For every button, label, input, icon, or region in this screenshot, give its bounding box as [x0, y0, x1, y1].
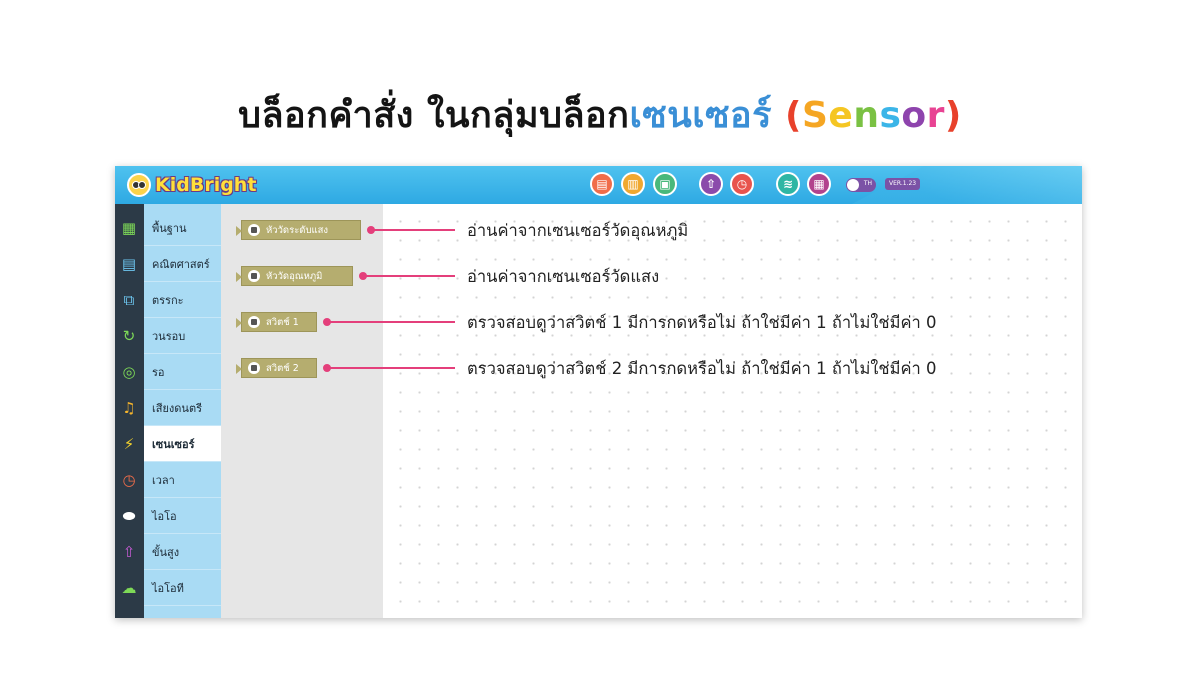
- headline-part: s: [879, 95, 902, 136]
- loop-icon[interactable]: ↻: [122, 327, 136, 345]
- category-item[interactable]: ไอโอ: [144, 498, 221, 534]
- block-notch: [236, 226, 242, 236]
- toolbar: KidBright ▤ ▥ ▣ ⇧ ◷ ≋ ▦ TH VER.1.23: [115, 166, 1082, 204]
- category-item[interactable]: เซนเซอร์: [144, 426, 221, 462]
- toggle-knob: [847, 179, 859, 191]
- headline-part: e: [828, 95, 854, 136]
- block-description: อ่านค่าจากเซนเซอร์วัดอุณหภูมิ: [467, 221, 689, 240]
- logo-text: KidBright: [155, 174, 257, 196]
- version-badge: VER.1.23: [885, 178, 921, 190]
- language-toggle[interactable]: TH: [846, 178, 876, 192]
- headline-part: n: [853, 95, 880, 136]
- flow-icon[interactable]: ⧉: [123, 291, 135, 309]
- category-item[interactable]: รอ: [144, 354, 221, 390]
- owl-logo-icon: [127, 173, 151, 197]
- category-list: พื้นฐานคณิตศาสตร์ตรรกะวนรอบรอเสียงดนตรีเ…: [144, 204, 221, 618]
- block-notch: [236, 318, 242, 328]
- sensor-chip-icon: [248, 362, 260, 374]
- block-description: ตรวจสอบดูว่าสวิตช์ 1 มีการกดหรือไม่ ถ้าใ…: [467, 313, 937, 332]
- wifi-icon[interactable]: ≋: [776, 172, 800, 196]
- upload-icon[interactable]: ⇧: [699, 172, 723, 196]
- block-label: หัววัดระดับแสง: [266, 224, 329, 236]
- block-label: สวิตช์ 1: [266, 316, 299, 328]
- block-description: ตรวจสอบดูว่าสวิตช์ 2 มีการกดหรือไม่ ถ้าใ…: [467, 359, 937, 378]
- calculator-icon[interactable]: ▤: [121, 255, 137, 273]
- io-toggle-icon[interactable]: ⬬: [122, 507, 136, 525]
- headline-part: ): [944, 95, 962, 136]
- cloud-icon[interactable]: ☁: [121, 579, 137, 597]
- block-flyout: หัววัดระดับแสงหัววัดอุณหภูมิสวิตช์ 1 สวิต…: [221, 204, 383, 618]
- sensor-block[interactable]: สวิตช์ 2: [236, 358, 317, 378]
- annotation-line: [327, 321, 455, 323]
- category-item[interactable]: เวลา: [144, 462, 221, 498]
- category-icon-rail: ▦ ▤ ⧉ ↻ ◎ ♫ ⚡ ◷ ⬬ ⇧ ☁: [115, 204, 144, 618]
- block-label: หัววัดอุณหภูมิ: [266, 270, 323, 282]
- headline-sensor-label: เซนเซอร์ (Sensor): [629, 95, 961, 136]
- qr-icon[interactable]: ▦: [807, 172, 831, 196]
- headline-part: เซนเซอร์: [629, 95, 772, 136]
- category-item[interactable]: เสียงดนตรี: [144, 390, 221, 426]
- headline-part: (: [771, 95, 802, 136]
- kidbright-ide-window: KidBright ▤ ▥ ▣ ⇧ ◷ ≋ ▦ TH VER.1.23 ▦ ▤ ⧉ ↻ ◎ ♫ ⚡ ◷ ⬬ ⇧…: [115, 166, 1082, 618]
- category-item[interactable]: ไอโอที: [144, 570, 221, 606]
- annotation-line: [371, 229, 455, 231]
- grid-icon[interactable]: ▦: [121, 219, 137, 237]
- block-label: สวิตช์ 2: [266, 362, 299, 374]
- wait-icon[interactable]: ◎: [122, 363, 136, 381]
- annotation-line: [327, 367, 455, 369]
- sensor-block[interactable]: สวิตช์ 1: [236, 312, 317, 332]
- category-item[interactable]: คณิตศาสตร์: [144, 246, 221, 282]
- clock-icon[interactable]: ◷: [122, 471, 136, 489]
- annotation-line: [363, 275, 455, 277]
- sensor-icon[interactable]: ⚡: [123, 435, 135, 453]
- toggle-label: TH: [863, 180, 872, 187]
- save-icon[interactable]: ▣: [653, 172, 677, 196]
- alarm-icon[interactable]: ◷: [730, 172, 754, 196]
- sensor-chip-icon: [248, 224, 260, 236]
- block-notch: [236, 272, 242, 282]
- category-item[interactable]: ขั้นสูง: [144, 534, 221, 570]
- headline-prefix: บล็อกคำสั่ง ในกลุ่มบล็อก: [238, 95, 630, 136]
- music-icon[interactable]: ♫: [122, 399, 136, 417]
- workspace-canvas[interactable]: [383, 204, 1082, 618]
- category-item[interactable]: พื้นฐาน: [144, 210, 221, 246]
- new-file-icon[interactable]: ▤: [590, 172, 614, 196]
- headline-part: S: [801, 95, 829, 136]
- sensor-block[interactable]: หัววัดระดับแสง: [236, 220, 361, 240]
- headline-part: o: [901, 95, 927, 136]
- open-file-icon[interactable]: ▥: [621, 172, 645, 196]
- category-item[interactable]: ตรรกะ: [144, 282, 221, 318]
- page-headline: บล็อกคำสั่ง ในกลุ่มบล็อกเซนเซอร์ (Sensor…: [0, 86, 1200, 143]
- block-description: อ่านค่าจากเซนเซอร์วัดแสง: [467, 267, 660, 286]
- kidbright-logo: KidBright: [127, 172, 256, 198]
- block-notch: [236, 364, 242, 374]
- category-item[interactable]: วนรอบ: [144, 318, 221, 354]
- arrow-up-icon[interactable]: ⇧: [122, 543, 136, 561]
- sensor-chip-icon: [248, 270, 260, 282]
- sensor-chip-icon: [248, 316, 260, 328]
- sensor-block[interactable]: หัววัดอุณหภูมิ: [236, 266, 353, 286]
- headline-part: r: [926, 95, 945, 136]
